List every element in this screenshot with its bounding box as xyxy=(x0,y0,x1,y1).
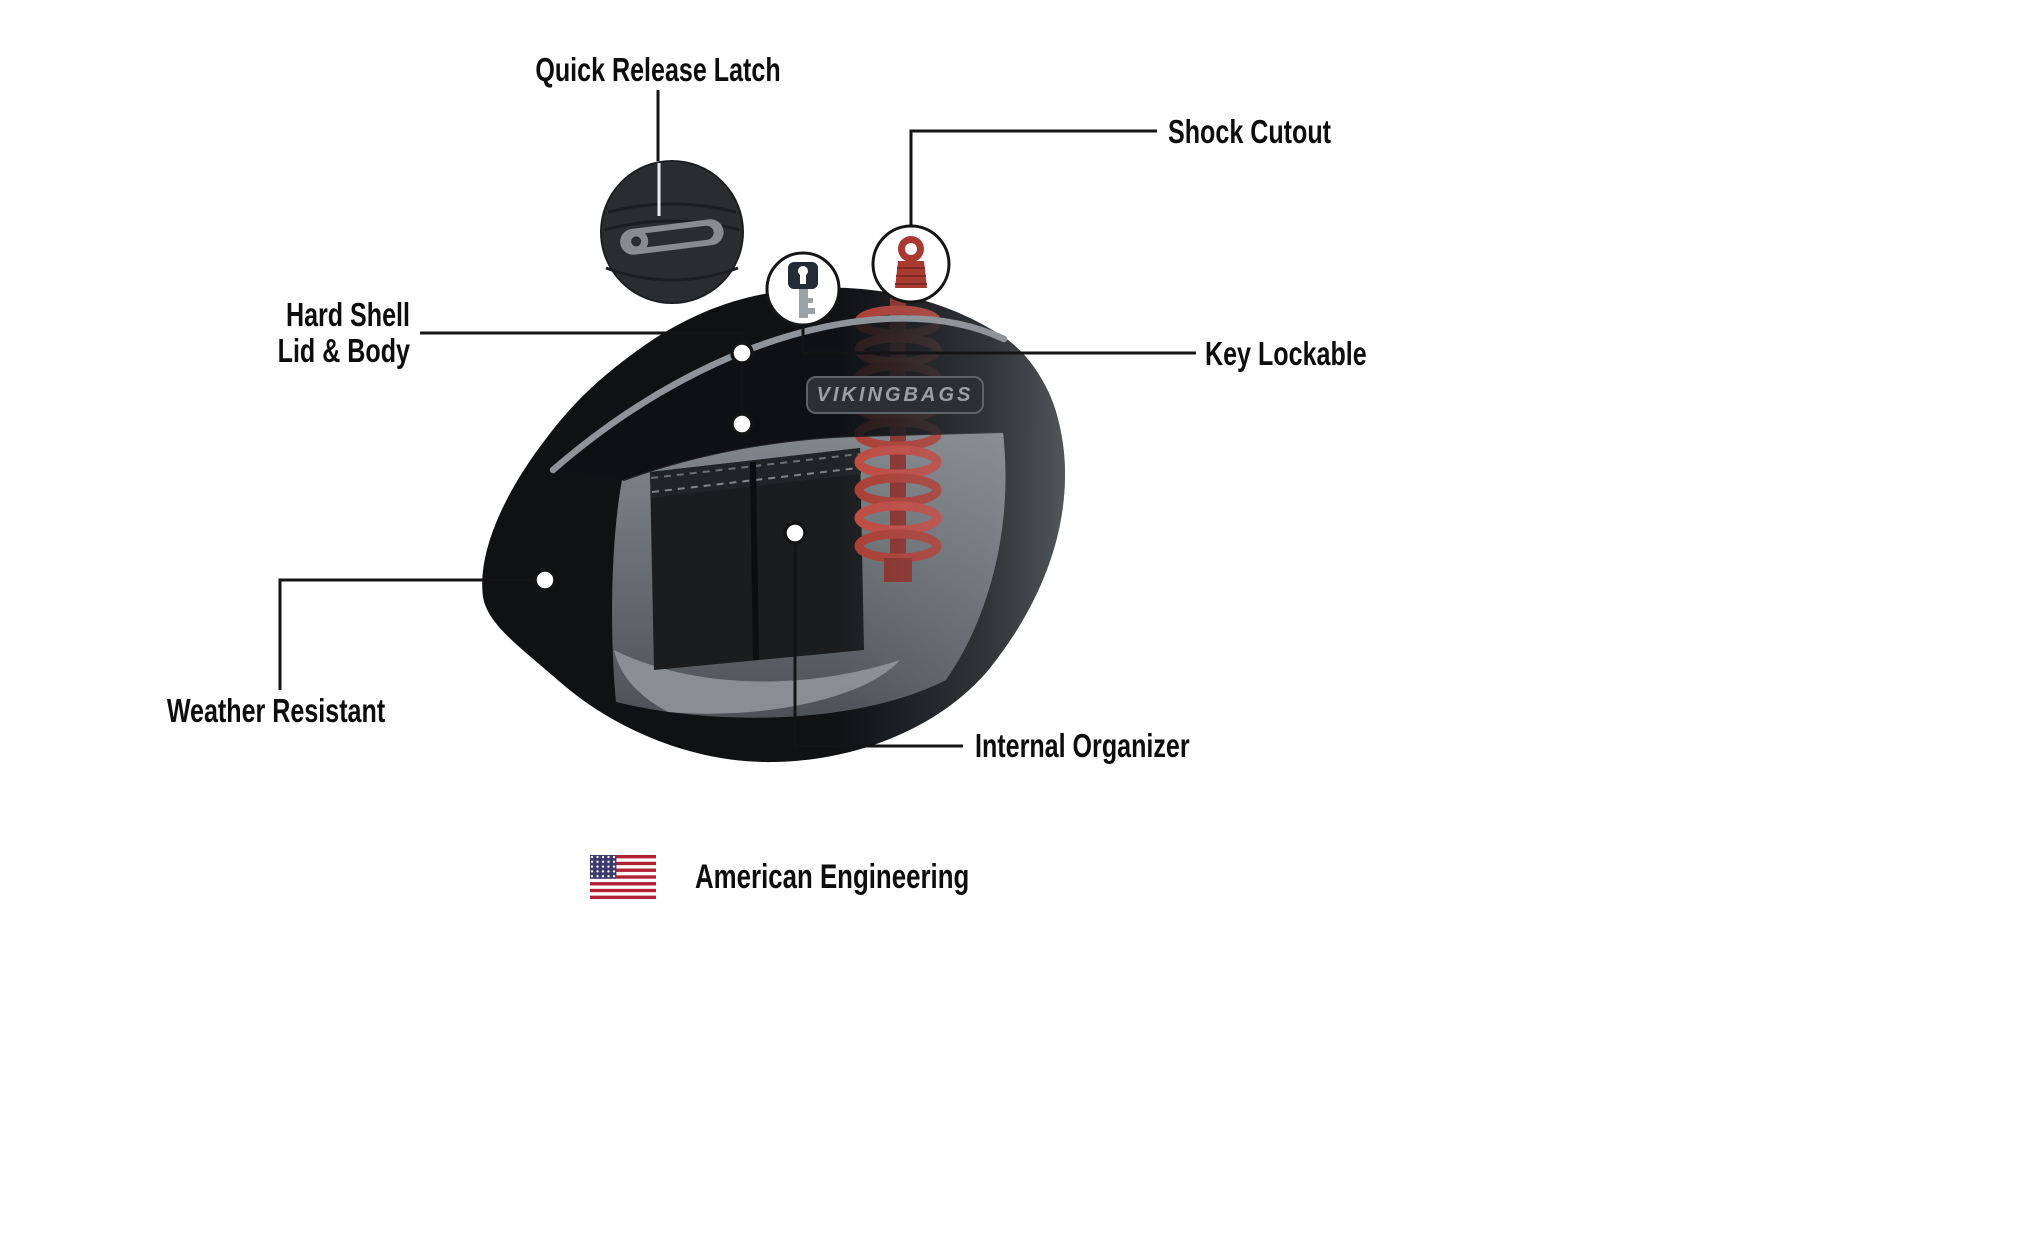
label-internal-organizer: Internal Organizer xyxy=(975,727,1190,764)
callout-lines xyxy=(278,90,1196,748)
label-key-lockable: Key Lockable xyxy=(1205,335,1367,372)
label-american-engineering: American Engineering xyxy=(695,858,970,896)
brand-plate: VIKINGBAGS xyxy=(806,376,984,414)
callout-dots xyxy=(533,341,807,592)
label-weather-resistant: Weather Resistant xyxy=(166,692,386,729)
brand-plate-text: VIKINGBAGS xyxy=(816,383,974,406)
label-shock-cutout: Shock Cutout xyxy=(1168,113,1332,150)
callout-dot-body xyxy=(730,412,754,436)
callout-line-key-lockable xyxy=(801,327,1196,355)
shock-icon xyxy=(871,224,951,304)
callout-dot-weather-resistant xyxy=(533,568,557,592)
callout-line-weather-resistant xyxy=(278,578,545,690)
callout-dot-internal-organizer xyxy=(783,521,807,545)
callout-line-internal-organizer xyxy=(793,534,963,748)
callout-line-shock-cutout xyxy=(909,129,1157,226)
callout-line-hard-shell xyxy=(420,331,744,424)
us-flag-icon xyxy=(590,855,656,899)
latch-inset-icon xyxy=(600,160,744,304)
label-quick-release-latch: Quick Release Latch xyxy=(535,51,781,88)
label-hard-shell-lid-body: Hard Shell Lid & Body xyxy=(277,296,410,370)
key-icon xyxy=(765,251,841,327)
callout-dot-lid xyxy=(730,341,754,365)
